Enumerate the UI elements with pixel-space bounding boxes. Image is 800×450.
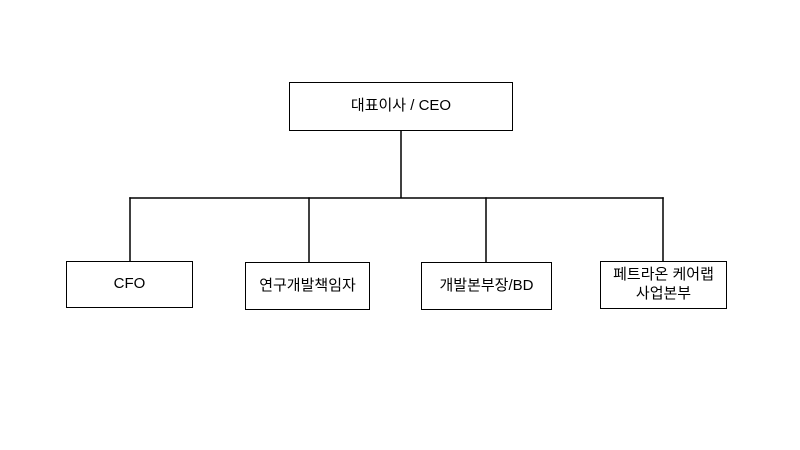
org-node-rnd-director-label: 연구개발책임자	[259, 276, 356, 294]
org-node-petraon-carelab-label: 페트라온 케어랩 사업본부	[613, 266, 714, 302]
org-node-petraon-carelab: 페트라온 케어랩 사업본부	[600, 261, 727, 309]
org-node-dev-division-head-label: 개발본부장/BD	[439, 276, 534, 294]
org-node-rnd-director: 연구개발책임자	[245, 262, 370, 310]
org-node-dev-division-head: 개발본부장/BD	[421, 262, 552, 310]
org-node-cfo: CFO	[66, 261, 193, 308]
org-node-cfo-label: CFO	[113, 275, 146, 293]
org-node-ceo-label: 대표이사 / CEO	[350, 97, 452, 115]
org-node-ceo: 대표이사 / CEO	[289, 82, 513, 131]
